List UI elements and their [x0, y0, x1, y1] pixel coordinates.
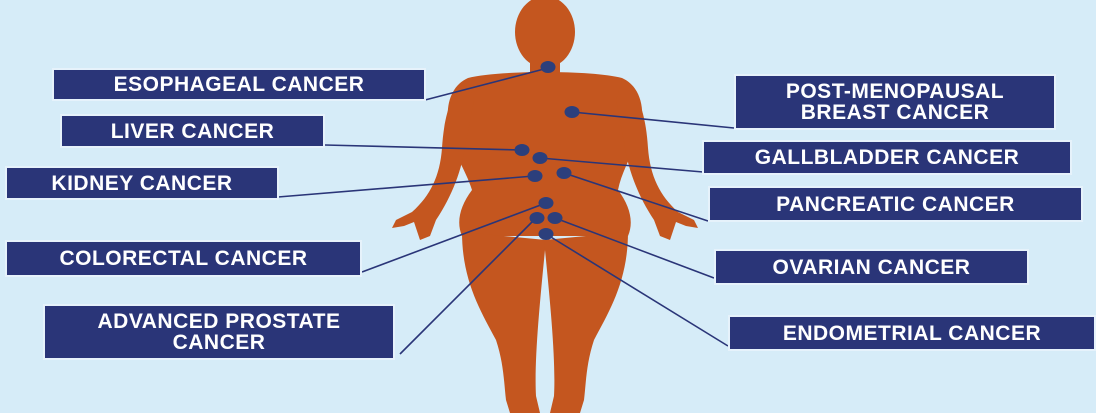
marker-pancreatic: [557, 167, 572, 179]
marker-colorectal: [539, 197, 554, 209]
label-endometrial-text: ENDOMETRIAL CANCER: [783, 323, 1041, 344]
label-kidney-text: KIDNEY CANCER: [51, 173, 232, 194]
label-pancreatic-cancer: PANCREATIC CANCER: [708, 186, 1083, 222]
marker-kidney: [528, 170, 543, 182]
label-colorectal-cancer: COLORECTAL CANCER: [5, 240, 362, 277]
label-prostate-line1: ADVANCED PROSTATE: [97, 311, 340, 332]
label-esophageal-text: ESOPHAGEAL CANCER: [114, 74, 365, 95]
label-endometrial-cancer: ENDOMETRIAL CANCER: [728, 315, 1096, 351]
label-post-menopausal-breast-cancer: POST-MENOPAUSAL BREAST CANCER: [734, 74, 1056, 130]
marker-esophageal: [541, 61, 556, 73]
marker-gallbladder: [533, 152, 548, 164]
label-advanced-prostate-cancer: ADVANCED PROSTATE CANCER: [43, 304, 395, 360]
label-ovarian-text: OVARIAN CANCER: [773, 257, 971, 278]
marker-prostate: [530, 212, 545, 224]
label-liver-text: LIVER CANCER: [111, 121, 275, 142]
marker-liver: [515, 144, 530, 156]
label-gallbladder-text: GALLBLADDER CANCER: [755, 147, 1020, 168]
label-gallbladder-cancer: GALLBLADDER CANCER: [702, 140, 1072, 175]
label-breast-line2: BREAST CANCER: [801, 102, 990, 123]
label-pancreatic-text: PANCREATIC CANCER: [776, 194, 1015, 215]
body-left-leg: [462, 232, 546, 413]
label-prostate-line2: CANCER: [173, 332, 266, 353]
label-colorectal-text: COLORECTAL CANCER: [59, 248, 307, 269]
label-kidney-cancer: KIDNEY CANCER: [5, 166, 279, 200]
label-esophageal-cancer: ESOPHAGEAL CANCER: [52, 68, 426, 101]
marker-endometrial: [539, 228, 554, 240]
label-ovarian-cancer: OVARIAN CANCER: [714, 249, 1029, 285]
label-breast-line1: POST-MENOPAUSAL: [786, 81, 1004, 102]
marker-ovarian: [548, 212, 563, 224]
label-liver-cancer: LIVER CANCER: [60, 114, 325, 148]
marker-breast: [565, 106, 580, 118]
